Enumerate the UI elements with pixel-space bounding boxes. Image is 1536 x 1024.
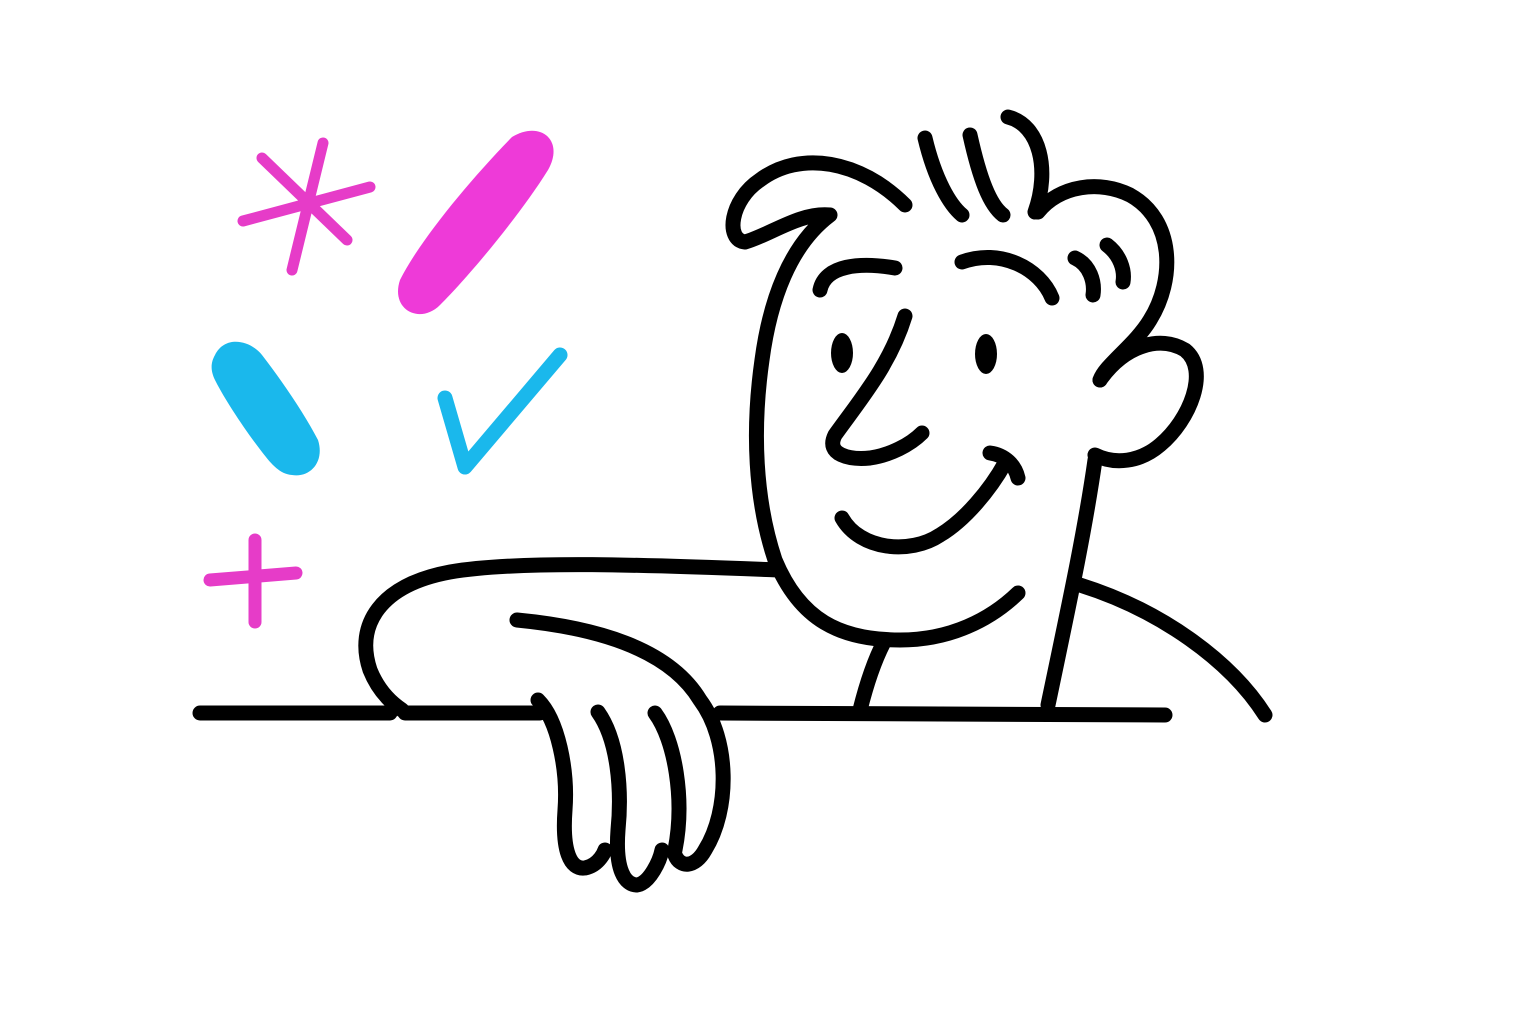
magenta-pill-icon [398,130,554,315]
left-eyebrow [812,257,903,298]
finger [590,704,670,893]
nose [825,308,930,466]
right-eyebrow [954,250,1060,306]
checkmark-icon [437,347,568,475]
right-eye [975,334,997,374]
shoulder [1072,577,1273,723]
asterisk-icon [237,137,376,276]
hair [725,155,1026,648]
ear [1087,335,1204,469]
forearm [509,612,731,872]
cyan-pill-icon [211,341,320,476]
arm [358,557,786,718]
figure-linework [192,109,1273,893]
finger [647,705,687,858]
smile [834,445,1026,555]
left-eye [831,333,853,373]
plus-icon [203,533,303,629]
table-edge [192,705,1173,723]
back [1040,452,1103,713]
finger [530,692,613,876]
neck [852,634,892,718]
